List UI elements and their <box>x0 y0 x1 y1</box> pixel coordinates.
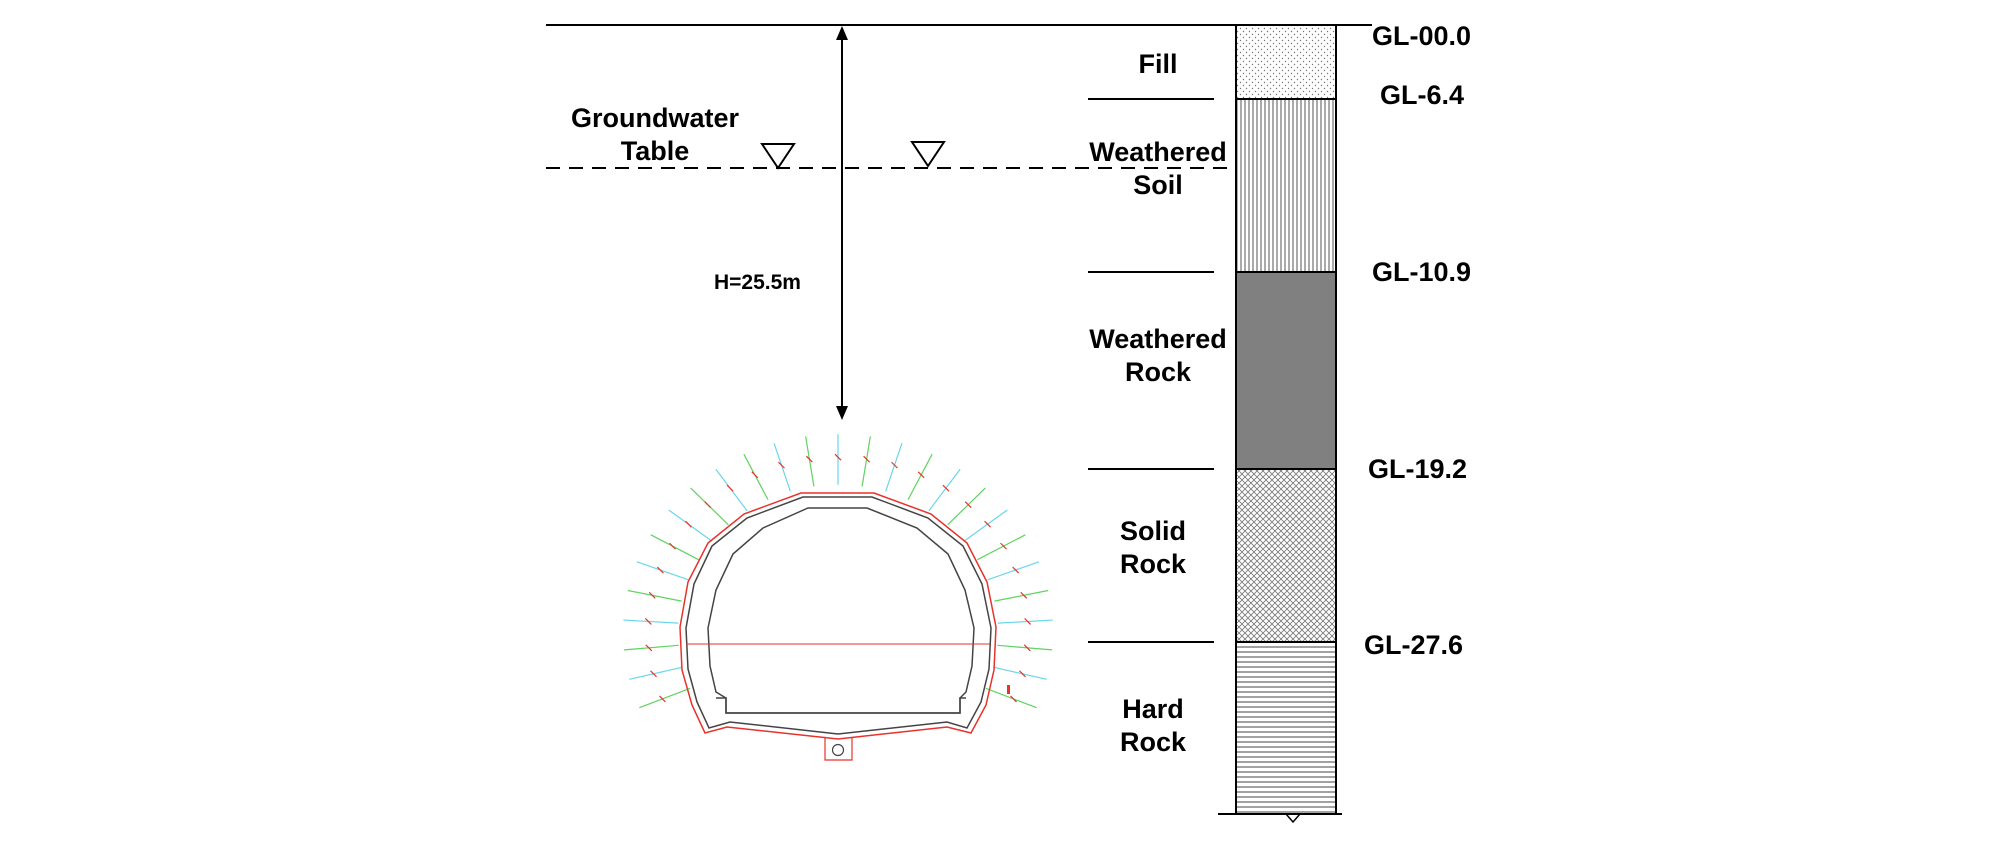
bolt-tick <box>1010 695 1017 703</box>
bolt-tick <box>656 566 664 574</box>
bolt-tick <box>1024 618 1032 625</box>
rock-bolt <box>963 509 1008 542</box>
rock-bolt <box>805 436 815 487</box>
rock-bolt <box>627 589 682 602</box>
rock-bolt <box>907 453 933 500</box>
layer-fill-column <box>1236 25 1336 99</box>
rock-bolt <box>993 666 1047 680</box>
bolt-tick <box>778 461 785 469</box>
depth-label: GL-10.9 <box>1372 257 1471 287</box>
bolt-tick <box>1020 591 1028 599</box>
bolt-tick <box>1012 566 1020 574</box>
cover-depth-label: H=25.5m <box>714 271 801 294</box>
layer-weathered-rock-label-1: Weathered <box>1089 324 1227 354</box>
tunnel-inner-lining <box>707 507 975 714</box>
bolt-tick <box>659 695 666 703</box>
bolt-tick <box>648 591 656 599</box>
rock-bolt <box>639 687 691 709</box>
tunnel-cross-section <box>623 434 1053 761</box>
layer-weathered-soil-label-2: Soil <box>1133 170 1183 200</box>
rock-bolt <box>636 561 689 581</box>
water-level-icon <box>760 143 796 170</box>
bolt-tick <box>669 542 676 550</box>
rock-bolt <box>650 534 699 561</box>
bolt-tick <box>863 455 871 463</box>
rock-bolt <box>997 644 1053 651</box>
borehole-column <box>1218 24 1342 824</box>
rock-bolt <box>623 644 679 651</box>
depth-label: GL-00.0 <box>1372 21 1471 51</box>
layer-weathered-soil-label-1: Weathered <box>1089 137 1227 167</box>
drainage-pipe <box>824 738 853 761</box>
rock-bolt <box>861 436 871 487</box>
groundwater-label-line1: Groundwater <box>571 103 740 133</box>
bolt-tick <box>685 520 692 528</box>
layer-hard-rock-label-2: Rock <box>1120 727 1187 757</box>
layer-weathered-rock-label-2: Rock <box>1125 357 1192 387</box>
layer-fill-label: Fill <box>1139 49 1178 79</box>
bolt-tick <box>1023 644 1031 652</box>
bolt-tick <box>917 471 925 479</box>
bolt-tick <box>834 453 842 461</box>
layer-hard-rock-label-1: Hard <box>1122 694 1184 724</box>
depth-label: GL-19.2 <box>1368 454 1467 484</box>
layer-weathered-rock-column <box>1236 272 1336 469</box>
water-level-icon <box>910 141 946 168</box>
rock-bolt <box>947 487 986 526</box>
bolt-tick <box>805 455 813 463</box>
bolt-tick <box>704 501 712 509</box>
rock-bolt <box>987 561 1040 581</box>
excavation-line <box>679 492 997 740</box>
rock-bolt <box>977 534 1026 561</box>
rock-bolts <box>623 434 1053 709</box>
bolt-tick <box>751 471 759 479</box>
cover-depth-dimension <box>836 26 848 420</box>
tunnel-invert <box>716 697 966 714</box>
bolt-tick <box>942 484 950 492</box>
bolt-tick <box>644 618 652 625</box>
layer-solid-rock-label-1: Solid <box>1120 516 1186 546</box>
bolt-tick <box>1019 670 1026 678</box>
rock-bolt <box>994 589 1049 602</box>
marker <box>1007 685 1010 694</box>
groundwater-label-line2: Table <box>621 136 690 166</box>
rock-bolt <box>629 666 683 680</box>
rock-bolt <box>623 619 679 624</box>
rock-bolt <box>773 442 791 492</box>
layer-solid-rock-label-2: Rock <box>1120 549 1187 579</box>
bolt-tick <box>645 644 653 652</box>
tunnel-outer-lining <box>685 496 992 735</box>
depth-label: GL-27.6 <box>1364 630 1463 660</box>
rock-bolt <box>928 468 961 512</box>
rock-bolt <box>885 442 903 492</box>
bolt-tick <box>726 484 734 492</box>
bolt-tick <box>1000 542 1007 550</box>
layer-hard-rock-column <box>1236 642 1336 814</box>
bolt-tick <box>964 501 972 509</box>
rock-bolt <box>985 687 1037 709</box>
depth-label: GL-6.4 <box>1380 80 1464 110</box>
rock-bolt <box>997 619 1053 624</box>
bolt-tick <box>650 670 657 678</box>
rock-bolt <box>743 453 769 500</box>
bolt-tick <box>984 520 991 528</box>
bolt-tick <box>891 461 898 469</box>
layer-solid-rock-column <box>1236 469 1336 642</box>
layer-weathered-soil-column <box>1236 99 1336 272</box>
drain-pipe-icon <box>831 743 845 757</box>
